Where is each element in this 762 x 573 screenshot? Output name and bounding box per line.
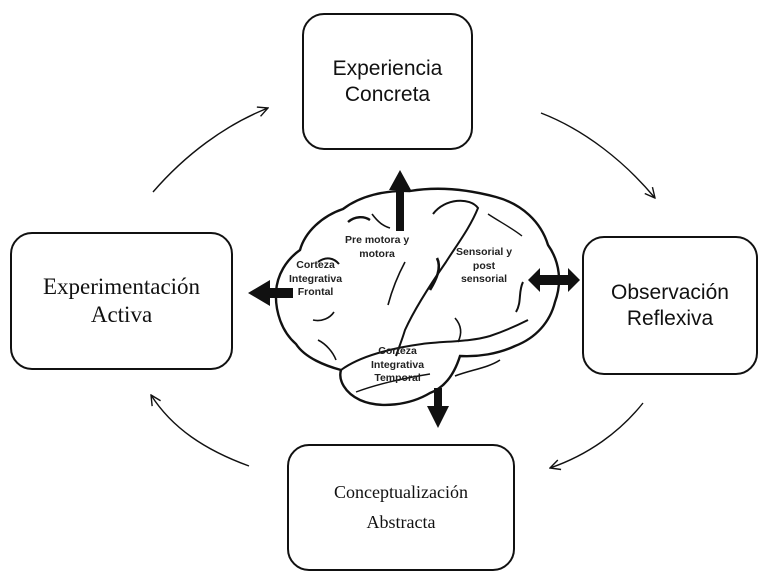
region-label-line: motora — [359, 247, 395, 260]
region-label-line: post — [472, 259, 496, 272]
parietal-gyrus-4 — [454, 317, 462, 343]
parietal-gyrus — [428, 257, 441, 291]
brain-arrow-bidirectional — [528, 268, 580, 292]
brain-outline — [274, 187, 561, 407]
region-label-line: Corteza — [378, 345, 417, 357]
temporal-fold-2 — [454, 359, 501, 377]
stage-label-line: Reflexiva — [626, 306, 714, 330]
cycle-arrow-left-to-top — [152, 108, 268, 193]
frontal-gyrus-3 — [371, 213, 391, 229]
region-label-line: Temporal — [374, 372, 421, 385]
brain-arrow-left — [248, 280, 293, 306]
region-label-temporal: Corteza Integrativa Temporal — [371, 345, 424, 386]
stage-box-reflective-observation: Observación Reflexiva — [582, 236, 758, 375]
stage-label-line: Concreta — [344, 82, 431, 106]
stage-label-line: Activa — [90, 302, 153, 327]
region-label-line: Corteza — [296, 259, 335, 271]
parietal-gyrus-2 — [515, 281, 524, 313]
region-label-line: Pre motora y — [345, 234, 410, 246]
frontal-gyrus — [317, 257, 340, 265]
lateral-sulcus — [340, 319, 529, 371]
brain-illustration — [274, 187, 561, 407]
temporal-fold — [355, 373, 431, 393]
frontal-gyrus-4 — [312, 311, 335, 322]
cycle-arrow-top-to-right — [540, 112, 655, 198]
brain-arrow-up — [389, 170, 411, 231]
region-label-line: Integrativa — [371, 358, 425, 371]
stage-box-active-experimentation: Experimentación Activa — [10, 232, 233, 370]
region-label-line: Sensorial y — [456, 246, 513, 258]
parietal-gyrus-3 — [487, 213, 523, 237]
cycle-arrow-bottom-to-left — [151, 395, 250, 467]
region-label-line: Integrativa — [289, 272, 343, 285]
stage-label-line: Abstracta — [366, 511, 436, 532]
central-sulcus — [395, 199, 480, 357]
brain-arrow-down — [427, 388, 449, 428]
precentral-gyrus — [387, 261, 406, 306]
region-label-line: Frontal — [297, 286, 334, 299]
cycle-arrow-right-to-bottom — [550, 402, 644, 468]
region-label-line: sensorial — [460, 273, 508, 286]
stage-box-abstract-conceptualization: Conceptualización Abstracta — [287, 444, 515, 571]
frontal-gyrus-5 — [317, 339, 337, 361]
region-label-premotor: Pre motora y motora — [345, 234, 409, 261]
stage-box-concrete-experience: Experiencia Concreta — [302, 13, 473, 150]
region-label-sensorial: Sensorial y post sensorial — [456, 246, 512, 287]
stage-label-line: Conceptualización — [334, 481, 468, 502]
region-label-frontal: Corteza Integrativa Frontal — [289, 259, 342, 300]
stage-label-line: Experiencia — [332, 56, 443, 80]
stage-label-line: Observación — [611, 280, 729, 304]
frontal-gyrus-2 — [347, 216, 371, 223]
stage-label-line: Experimentación — [42, 273, 201, 299]
